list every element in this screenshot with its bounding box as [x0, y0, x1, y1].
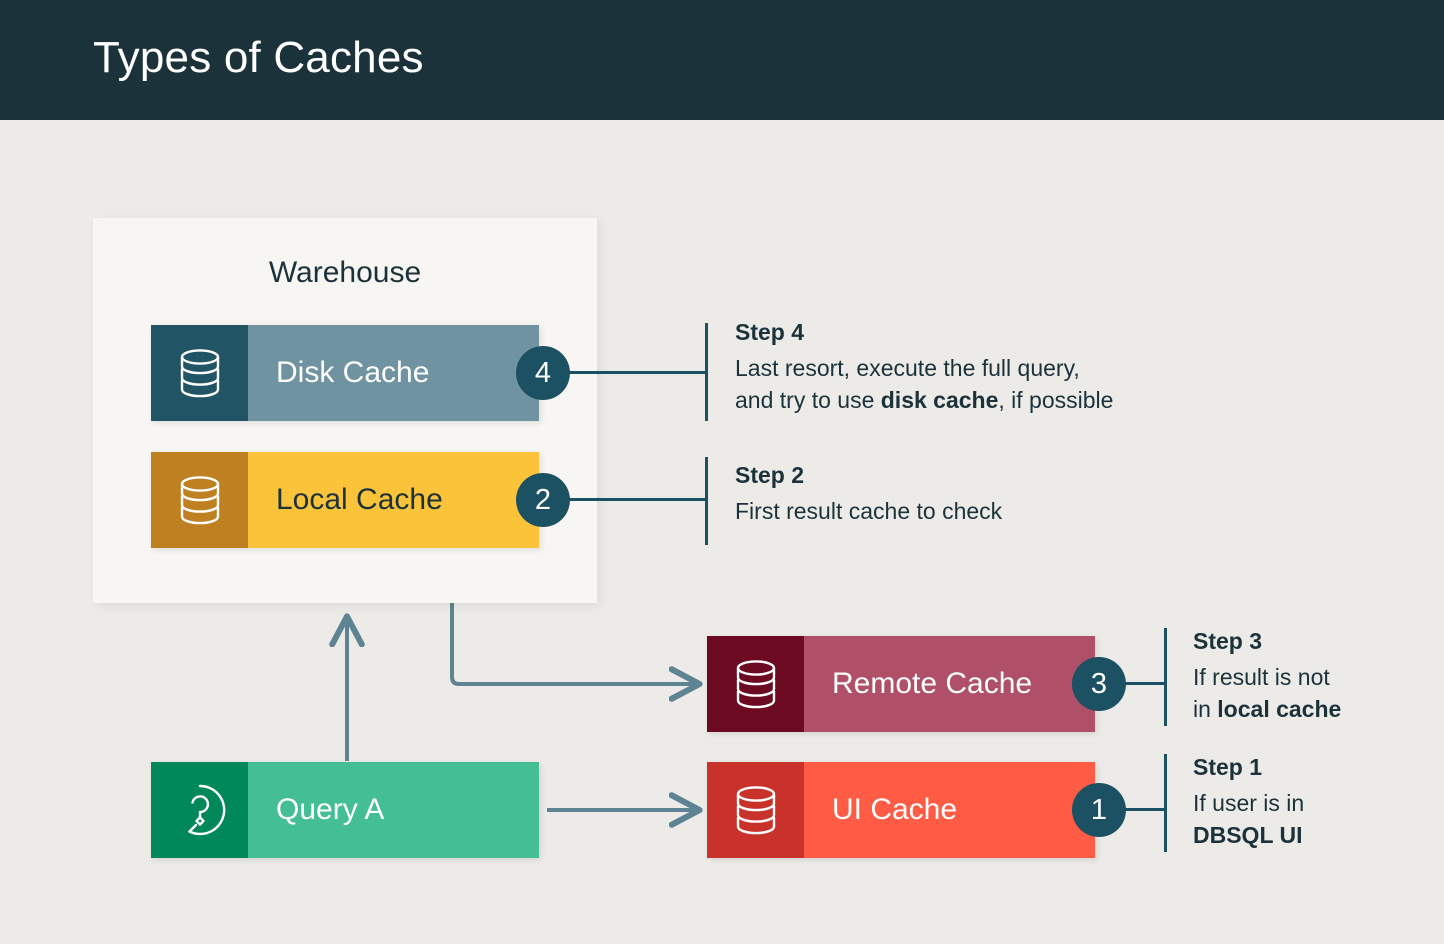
step-badge-1: 1 [1072, 783, 1126, 837]
step-1-title: Step 1 [1193, 754, 1263, 780]
step-3-text-block: Step 3 If result is not in local cache [1193, 628, 1443, 725]
step-2-connector-bar [705, 457, 708, 545]
step-3-desc-part1: If result is not in [1193, 664, 1330, 723]
step-4-connector-bar [705, 323, 708, 421]
step-2-connector-stub [569, 498, 706, 501]
local-cache-body: Local Cache [248, 452, 539, 548]
step-2-text-block: Step 2 First result cache to check [735, 462, 1235, 527]
query-icon-panel [151, 762, 248, 858]
question-circle-icon [187, 784, 225, 836]
step-4-description: Last resort, execute the full query, and… [735, 352, 1235, 416]
step-4-desc-part1: Last resort, execute the full query, and… [735, 355, 1080, 414]
database-icon [180, 476, 219, 525]
diagram-canvas: Warehouse Disk Cache 4 [0, 120, 1444, 944]
disk-cache-icon-panel [151, 325, 248, 421]
disk-cache-label: Disk Cache [276, 356, 430, 389]
step-4-desc-emphasis: disk cache [880, 387, 999, 414]
database-icon [180, 349, 219, 398]
step-3-connector-stub [1125, 682, 1166, 685]
step-1-connector-stub [1125, 808, 1166, 811]
step-4-desc-part2: , if possible [998, 387, 1114, 414]
step-badge-2: 2 [516, 473, 570, 527]
step-1-desc-emphasis: DBSQL UI [1193, 822, 1303, 849]
step-4-title: Step 4 [735, 319, 805, 345]
remote-cache-icon-panel [707, 636, 804, 732]
local-cache-label: Local Cache [276, 483, 443, 516]
step-1-description: If user is in DBSQL UI [1193, 787, 1443, 851]
node-remote-cache[interactable]: Remote Cache [707, 636, 1095, 732]
disk-cache-body: Disk Cache [248, 325, 539, 421]
query-body: Query A [248, 762, 539, 858]
step-1-desc-part1: If user is in [1193, 790, 1305, 816]
node-query-a[interactable]: Query A [151, 762, 539, 858]
step-badge-4: 4 [516, 346, 570, 400]
ui-cache-body: UI Cache [804, 762, 1095, 858]
step-3-title: Step 3 [1193, 628, 1263, 654]
remote-cache-body: Remote Cache [804, 636, 1095, 732]
step-3-description: If result is not in local cache [1193, 661, 1443, 725]
step-2-desc-part1: First result cache to check [735, 498, 1003, 524]
database-icon [736, 660, 775, 709]
ui-cache-icon-panel [707, 762, 804, 858]
local-cache-icon-panel [151, 452, 248, 548]
query-label: Query A [276, 793, 385, 826]
remote-cache-label: Remote Cache [832, 667, 1033, 700]
step-1-connector-bar [1164, 754, 1167, 852]
header-bar: Types of Caches [0, 0, 1444, 120]
step-2-description: First result cache to check [735, 495, 1235, 527]
step-badge-3: 3 [1072, 657, 1126, 711]
page-title: Types of Caches [93, 33, 424, 82]
step-1-text-block: Step 1 If user is in DBSQL UI [1193, 754, 1443, 851]
node-ui-cache[interactable]: UI Cache [707, 762, 1095, 858]
node-local-cache[interactable]: Local Cache [151, 452, 539, 548]
database-icon [736, 786, 775, 835]
step-3-desc-emphasis: local cache [1217, 696, 1342, 723]
step-4-connector-stub [569, 371, 706, 374]
step-2-title: Step 2 [735, 462, 805, 488]
step-4-text-block: Step 4 Last resort, execute the full que… [735, 319, 1235, 416]
ui-cache-label: UI Cache [832, 793, 958, 826]
warehouse-label: Warehouse [268, 256, 422, 289]
step-3-connector-bar [1164, 628, 1167, 726]
node-disk-cache[interactable]: Disk Cache [151, 325, 539, 421]
